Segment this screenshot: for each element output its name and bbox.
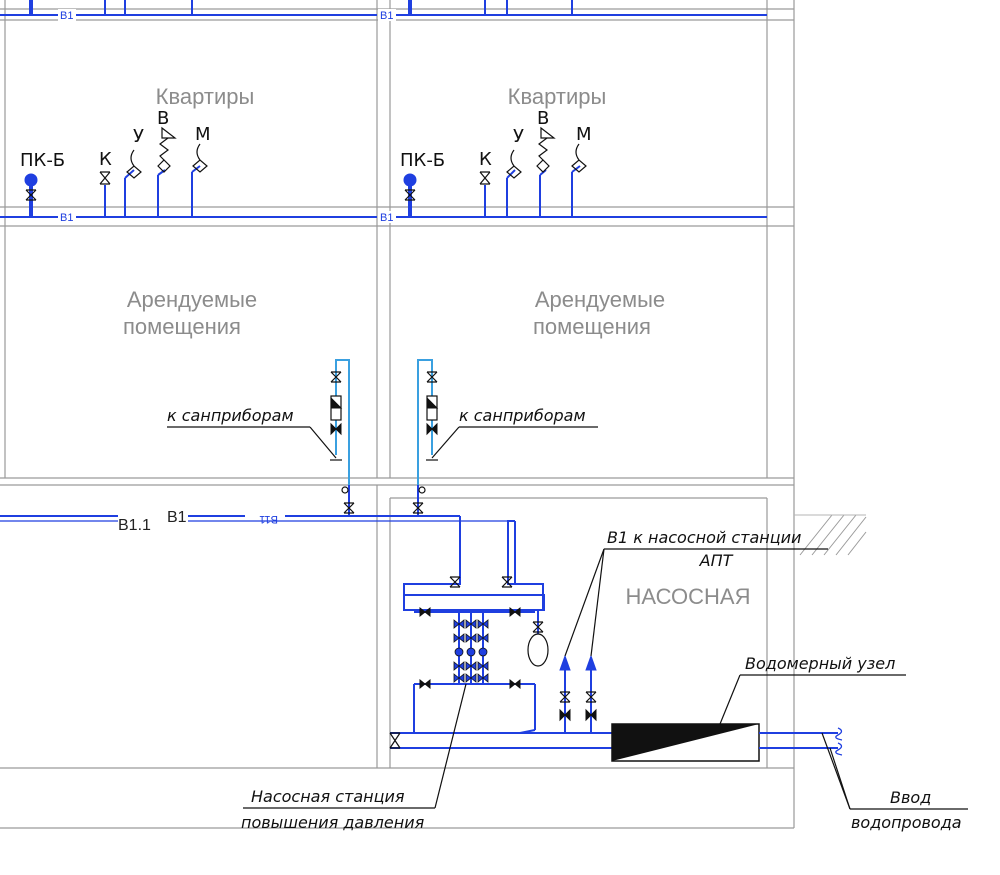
pipe-tag-v11: В11 — [259, 513, 278, 525]
basement-main-pipes: В1.1 В1 В11 — [0, 485, 612, 749]
note-to-fixtures-left: к санприборам — [167, 406, 294, 425]
hydro-tank-icon — [527, 633, 549, 667]
fixture-m-icon-right — [571, 143, 587, 173]
pipe-tag-v1-mid-right: В1 — [380, 212, 393, 224]
room-label-apartments-right: Квартиры — [508, 84, 607, 109]
room-label-pump-room: НАСОСНАЯ — [626, 584, 751, 609]
label-k-right: К — [479, 149, 492, 170]
label-m-right: М — [576, 124, 592, 145]
label-u-right: У — [513, 126, 524, 147]
fixture-v-icon-right — [536, 137, 550, 173]
room-label-rented-left-2: помещения — [123, 314, 241, 339]
note-pump-station-1: Насосная станция — [251, 787, 405, 806]
pipe-tag-v1-mid-left: В1 — [60, 212, 73, 224]
pipe-tag-v1-top-left: В1 — [60, 10, 73, 22]
fixture-u-icon-right — [506, 149, 522, 179]
fire-hydrant-icon-left — [24, 173, 38, 187]
note-to-apt-station-1: В1 к насосной станции — [607, 528, 801, 547]
fixture-u-icon-left — [126, 149, 142, 179]
label-v-right: В — [537, 108, 549, 129]
label-pk-b-right: ПК-Б — [400, 150, 445, 171]
pipe-tag-v1-basement: В1 — [167, 509, 187, 526]
room-label-rented-left-1: Арендуемые — [127, 287, 257, 312]
building-walls — [0, 0, 867, 829]
note-pump-station-2: повышения давления — [241, 813, 425, 832]
fixture-v-icon-left — [157, 137, 171, 173]
label-m-left: М — [195, 124, 211, 145]
tap-icon-right — [479, 171, 491, 185]
fixture-m-icon-left — [192, 143, 208, 173]
label-u-left: У — [133, 126, 144, 147]
middle-floor-pipes: В1 В1 — [0, 165, 767, 224]
label-pk-b-left: ПК-Б — [20, 150, 65, 171]
rented-risers — [330, 359, 439, 485]
fire-hydrant-icon-right — [403, 173, 417, 187]
note-inlet-1: Ввод — [890, 788, 931, 807]
note-to-fixtures-right: к санприборам — [459, 406, 586, 425]
fixtures-right: ПК-Б К У В М — [400, 108, 592, 201]
note-water-meter: Водомерный узел — [745, 654, 895, 673]
tap-icon-left — [99, 171, 111, 185]
label-k-left: К — [99, 149, 112, 170]
fixtures-left: ПК-Б К У В М — [20, 108, 211, 201]
pipe-tag-v1-1: В1.1 — [118, 517, 151, 534]
note-to-apt-station-2: АПТ — [699, 551, 734, 570]
pipe-tag-v1-top-right: В1 — [380, 10, 393, 22]
room-label-apartments-left: Квартиры — [156, 84, 255, 109]
top-floor-pipes: В1 В1 — [0, 0, 767, 22]
water-meter-unit — [611, 723, 843, 762]
room-label-rented-right-2: помещения — [533, 314, 651, 339]
label-v-left: В — [157, 108, 169, 129]
note-inlet-2: водопровода — [851, 813, 962, 832]
room-label-rented-right-1: Арендуемые — [535, 287, 665, 312]
